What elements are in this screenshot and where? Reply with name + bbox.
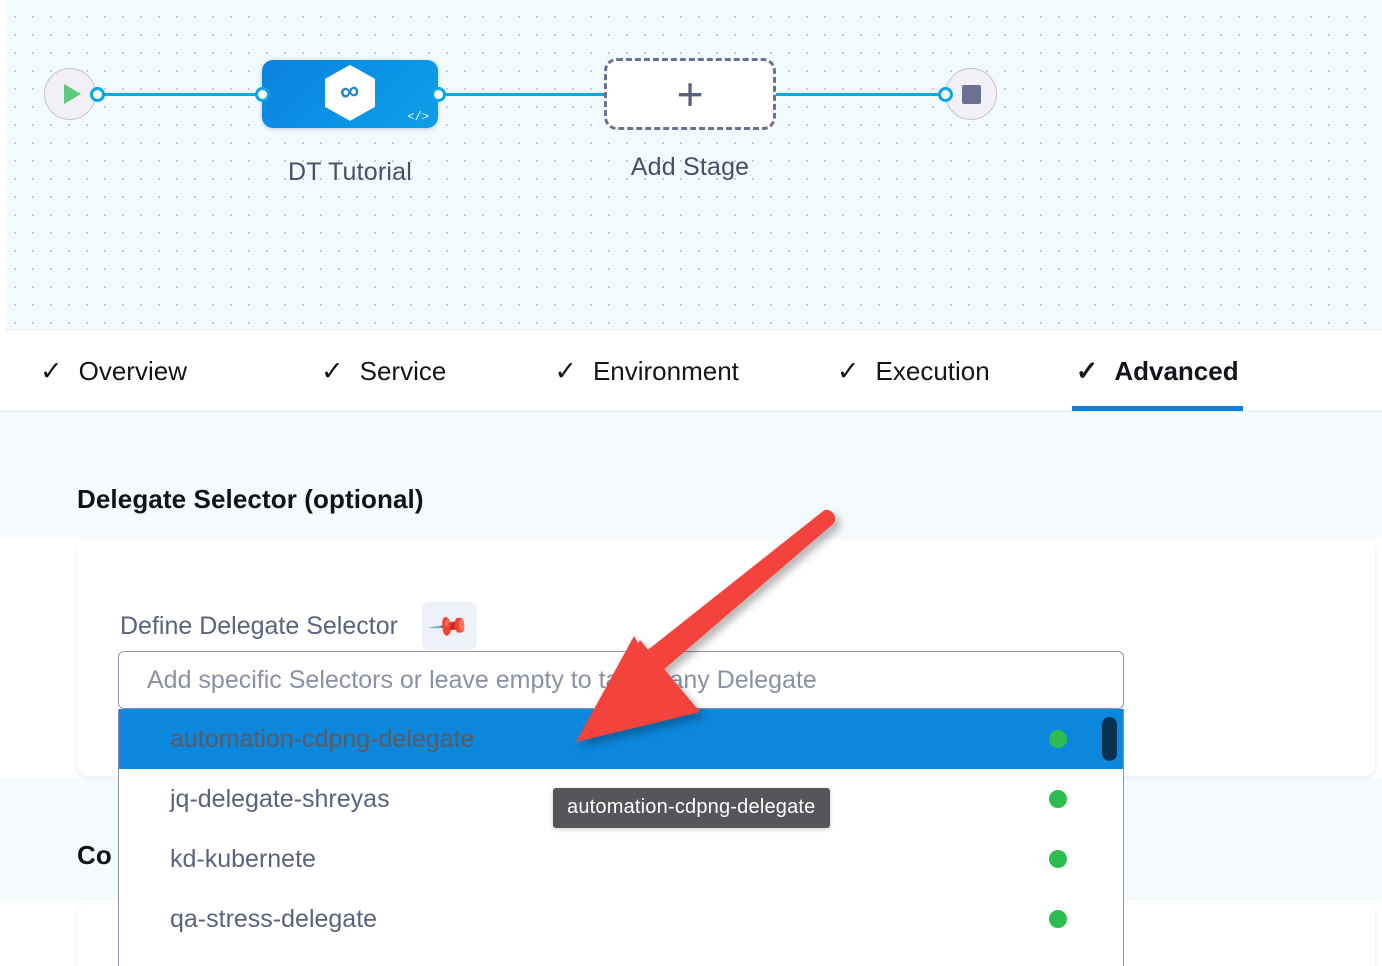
tab-label: Advanced — [1114, 355, 1239, 386]
pipeline-edge — [95, 93, 270, 96]
stage-tabbar: ✓ Overview ✓ Service ✓ Environment ✓ Exe… — [0, 331, 1382, 412]
pushpin-glyph: 📌 — [427, 604, 472, 648]
add-stage-button[interactable]: + — [604, 58, 776, 130]
stage-node-dt-tutorial[interactable]: ∞ </> — [262, 60, 438, 128]
tab-service[interactable]: ✓ Service — [317, 331, 450, 411]
stop-square-icon — [961, 84, 981, 104]
connector-port[interactable] — [255, 87, 270, 102]
tab-execution[interactable]: ✓ Execution — [833, 331, 994, 411]
pipeline-edge — [432, 93, 617, 96]
tab-label: Execution — [875, 355, 990, 386]
code-brackets-icon: </> — [407, 110, 429, 124]
harness-hexagon-icon: ∞ — [325, 64, 375, 121]
pipeline-end-node[interactable] — [945, 68, 997, 120]
canvas-left-gutter — [0, 0, 6, 330]
pipeline-canvas[interactable]: ∞ </> DT Tutorial + Add Stage — [0, 0, 1382, 330]
option-label: automation-cdpng-delegate — [170, 724, 475, 753]
delegate-option-jq-delegate-shreyas[interactable]: jq-delegate-shreyas — [119, 769, 1123, 829]
pipeline-edge — [770, 93, 955, 96]
pushpin-icon[interactable]: 📌 — [421, 602, 477, 650]
delegate-option-tooltip: automation-cdpng-delegate — [553, 788, 830, 828]
delegate-option-kd-kubernete[interactable]: kd-kubernete — [119, 829, 1123, 889]
delegate-selector-input[interactable]: Add specific Selectors or leave empty to… — [118, 651, 1124, 709]
delegate-selector-title: Delegate Selector (optional) — [77, 484, 424, 514]
conditional-execution-title: Co — [77, 840, 112, 870]
tab-label: Service — [359, 355, 447, 386]
stage-node-label: DT Tutorial — [287, 158, 412, 186]
tab-label: Environment — [592, 355, 739, 386]
tab-advanced[interactable]: ✓ Advanced — [1071, 331, 1243, 411]
check-icon: ✓ — [1075, 355, 1099, 386]
play-icon — [63, 84, 81, 104]
connector-port[interactable] — [938, 87, 953, 102]
delegate-option-automation-cdpng-delegate[interactable]: automation-cdpng-delegate — [119, 709, 1123, 769]
dropdown-scrollbar-thumb[interactable] — [1102, 717, 1117, 761]
check-icon: ✓ — [320, 355, 344, 386]
option-label: qa-stress-delegate — [170, 904, 378, 933]
connector-port[interactable] — [431, 87, 446, 102]
delegate-option-blank[interactable] — [119, 949, 1123, 966]
define-delegate-selector-label: Define Delegate Selector — [120, 611, 398, 640]
connector-port[interactable] — [90, 87, 105, 102]
plus-icon: + — [676, 68, 704, 120]
option-label: jq-delegate-shreyas — [170, 784, 390, 813]
tab-label: Overview — [78, 355, 187, 386]
tab-environment[interactable]: ✓ Environment — [550, 331, 743, 411]
pipeline-start-node[interactable] — [44, 68, 96, 120]
delegate-status-dot — [1049, 850, 1067, 868]
check-icon: ✓ — [554, 355, 577, 386]
delegate-selector-dropdown: Add specific Selectors or leave empty to… — [118, 651, 1124, 966]
delegate-option-qa-stress-delegate[interactable]: qa-stress-delegate — [119, 889, 1123, 949]
tab-overview[interactable]: ✓ Overview — [36, 331, 191, 411]
delegate-status-dot — [1049, 910, 1067, 928]
check-icon: ✓ — [40, 355, 63, 386]
check-icon: ✓ — [836, 355, 860, 386]
delegate-options-list[interactable]: automation-cdpng-delegate jq-delegate-sh… — [118, 709, 1124, 966]
delegate-status-dot — [1049, 790, 1067, 808]
infinity-glyph: ∞ — [338, 74, 362, 107]
delegate-status-dot — [1049, 730, 1067, 748]
delegate-selector-placeholder: Add specific Selectors or leave empty to… — [147, 665, 817, 694]
add-stage-label: Add Stage — [630, 153, 750, 181]
option-label: kd-kubernete — [170, 844, 316, 873]
section-band — [0, 412, 1382, 538]
define-delegate-selector-row: Define Delegate Selector 📌 — [120, 602, 477, 650]
